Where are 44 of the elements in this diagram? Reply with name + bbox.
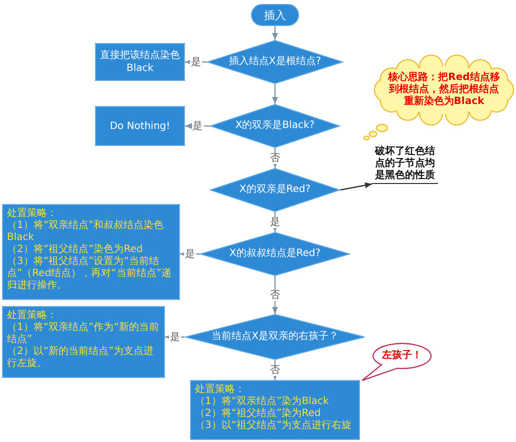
strategy-step: （2）将“祖父结点”染色为Red <box>7 244 143 256</box>
flow-arrow <box>272 26 278 40</box>
condition-text: X的叔叔结点是Red? <box>229 248 321 260</box>
condition-text: 插入结点X是根结点? <box>228 56 322 68</box>
strategy-heading: 处置策略： <box>7 208 57 220</box>
strategy-step: （2）以“新的当前结点”为支点进行左旋。 <box>7 346 160 370</box>
edge-label: 是 <box>269 216 281 228</box>
strategy-step: （2）将“祖父结点”染为Red <box>195 408 321 420</box>
terminal-label: 插入 <box>264 8 286 22</box>
strategy-step: （1）将“双亲结点”作为“新的当前结点” <box>7 322 160 346</box>
edge-label: 否 <box>269 152 281 164</box>
decision-diamond <box>207 40 343 84</box>
action-box <box>95 106 185 146</box>
strategy-box <box>190 380 360 440</box>
strategy-heading: 处置策略： <box>7 310 57 322</box>
edge-label: 否 <box>269 364 281 376</box>
edge-label: 是 <box>169 332 181 342</box>
decision-diamond <box>185 314 365 360</box>
edge-label: 否 <box>269 290 281 300</box>
cloud-text: 核心思路：把Red结点移到根结点，然后把根结点重新染色为Black <box>388 72 500 108</box>
leader-arrow <box>340 182 372 191</box>
flow-arrow <box>272 84 278 104</box>
bubble-text: 左孩子！ <box>382 350 422 362</box>
action-text: Do Nothing! <box>110 120 170 132</box>
strategy-step: （3）将“祖父结点”设置为“当前结点”（Red结点），再对“当前结点”递归进行操作。 <box>7 256 175 292</box>
strategy-step: （1）将“双亲结点”和叔叔结点染色Black <box>7 220 175 244</box>
annotation-note: 破坏了红色结点的子节点均是黑色的性质 <box>372 146 438 184</box>
strategy-box <box>2 306 165 378</box>
decision-diamond <box>210 104 340 148</box>
condition-text: X的双亲是Black? <box>235 120 315 132</box>
condition-text: 当前结点X是双亲的右孩子？ <box>212 331 338 343</box>
edge-label: 是 <box>190 56 202 68</box>
start-terminal <box>251 4 299 26</box>
decision-diamond <box>210 168 340 212</box>
action-text: 直接把该结点染色Black <box>99 49 181 75</box>
action-box <box>95 43 185 81</box>
edge-label: 是 <box>192 120 204 132</box>
strategy-step: （3）以“祖父结点”为支点进行右旋 <box>195 420 352 432</box>
condition-text: X的双亲是Red? <box>239 184 311 196</box>
strategy-box <box>2 204 180 300</box>
strategy-step: （1）将“双亲结点”染为Black <box>195 396 329 408</box>
decision-diamond <box>200 232 350 276</box>
edge-label: 是 <box>184 248 196 260</box>
strategy-heading: 处置策略： <box>195 384 245 396</box>
